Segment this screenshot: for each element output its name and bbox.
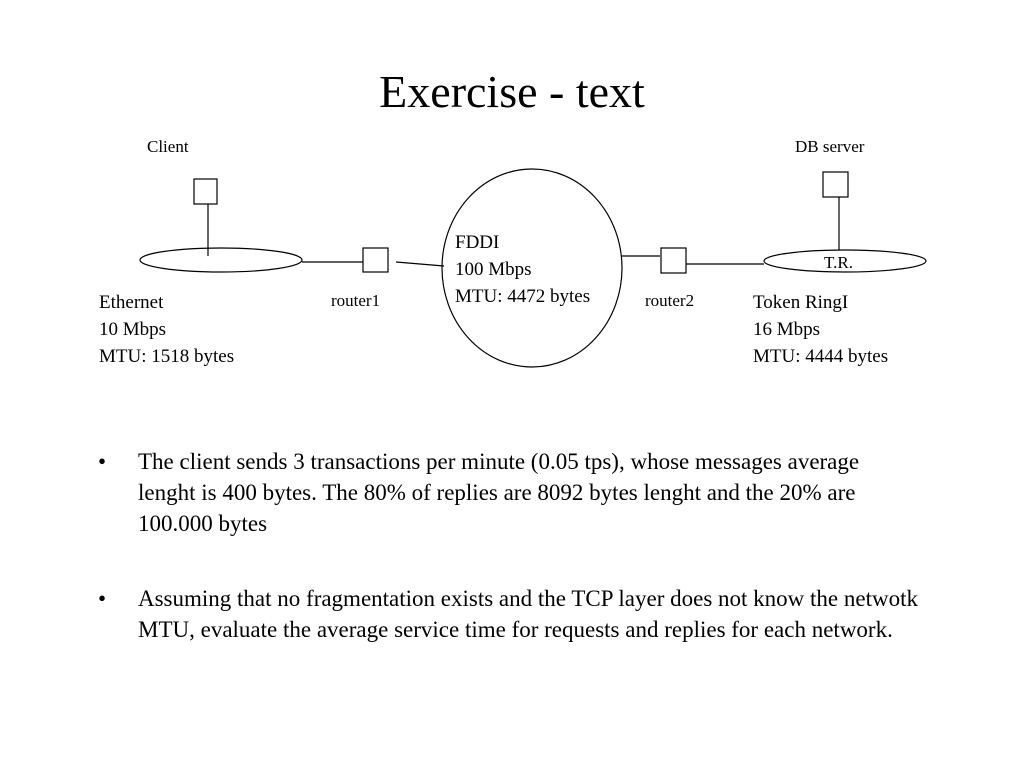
client-host-box [193,178,218,205]
fddi-name: FDDI [455,232,499,253]
router2-box [660,247,687,274]
client-label: Client [147,137,189,156]
token-ring-segment [763,249,927,273]
db-server-host-box [822,171,849,198]
bullet-text: The client sends 3 transactions per minu… [138,449,860,536]
db-server-label: DB server [795,137,865,156]
network-diagram: Client router1 FDDI 100 Mbps MTU: 4472 b… [99,137,927,368]
ethernet-mtu: MTU: 1518 bytes [99,346,234,367]
token-ring-speed: 16 Mbps [753,319,820,340]
ethernet-segment [139,247,303,273]
bullet-dot-icon: • [98,449,107,474]
bullet-item: • Assuming that no fragmentation exists … [98,583,918,645]
ethernet-name: Ethernet [99,292,164,313]
bullet-text: Assuming that no fragmentation exists an… [138,586,918,642]
router1-fddi-link [395,261,445,267]
token-ring-mtu: MTU: 4444 bytes [753,346,888,367]
bullet-item: • The client sends 3 transactions per mi… [98,446,918,539]
fddi-speed: 100 Mbps [455,259,532,280]
token-ring-tag: T.R. [824,253,853,272]
router2-label: router2 [645,291,694,310]
fddi-mtu: MTU: 4472 bytes [455,286,590,307]
fddi-ring [441,168,623,368]
router1-label: router1 [331,291,380,310]
bullet-dot-icon: • [98,586,107,611]
router1-box [362,247,389,273]
bullet-list: • The client sends 3 transactions per mi… [98,446,918,689]
ethernet-speed: 10 Mbps [99,319,166,340]
token-ring-name: Token RingI [753,292,848,313]
slide-title: Exercise - text [379,66,645,117]
